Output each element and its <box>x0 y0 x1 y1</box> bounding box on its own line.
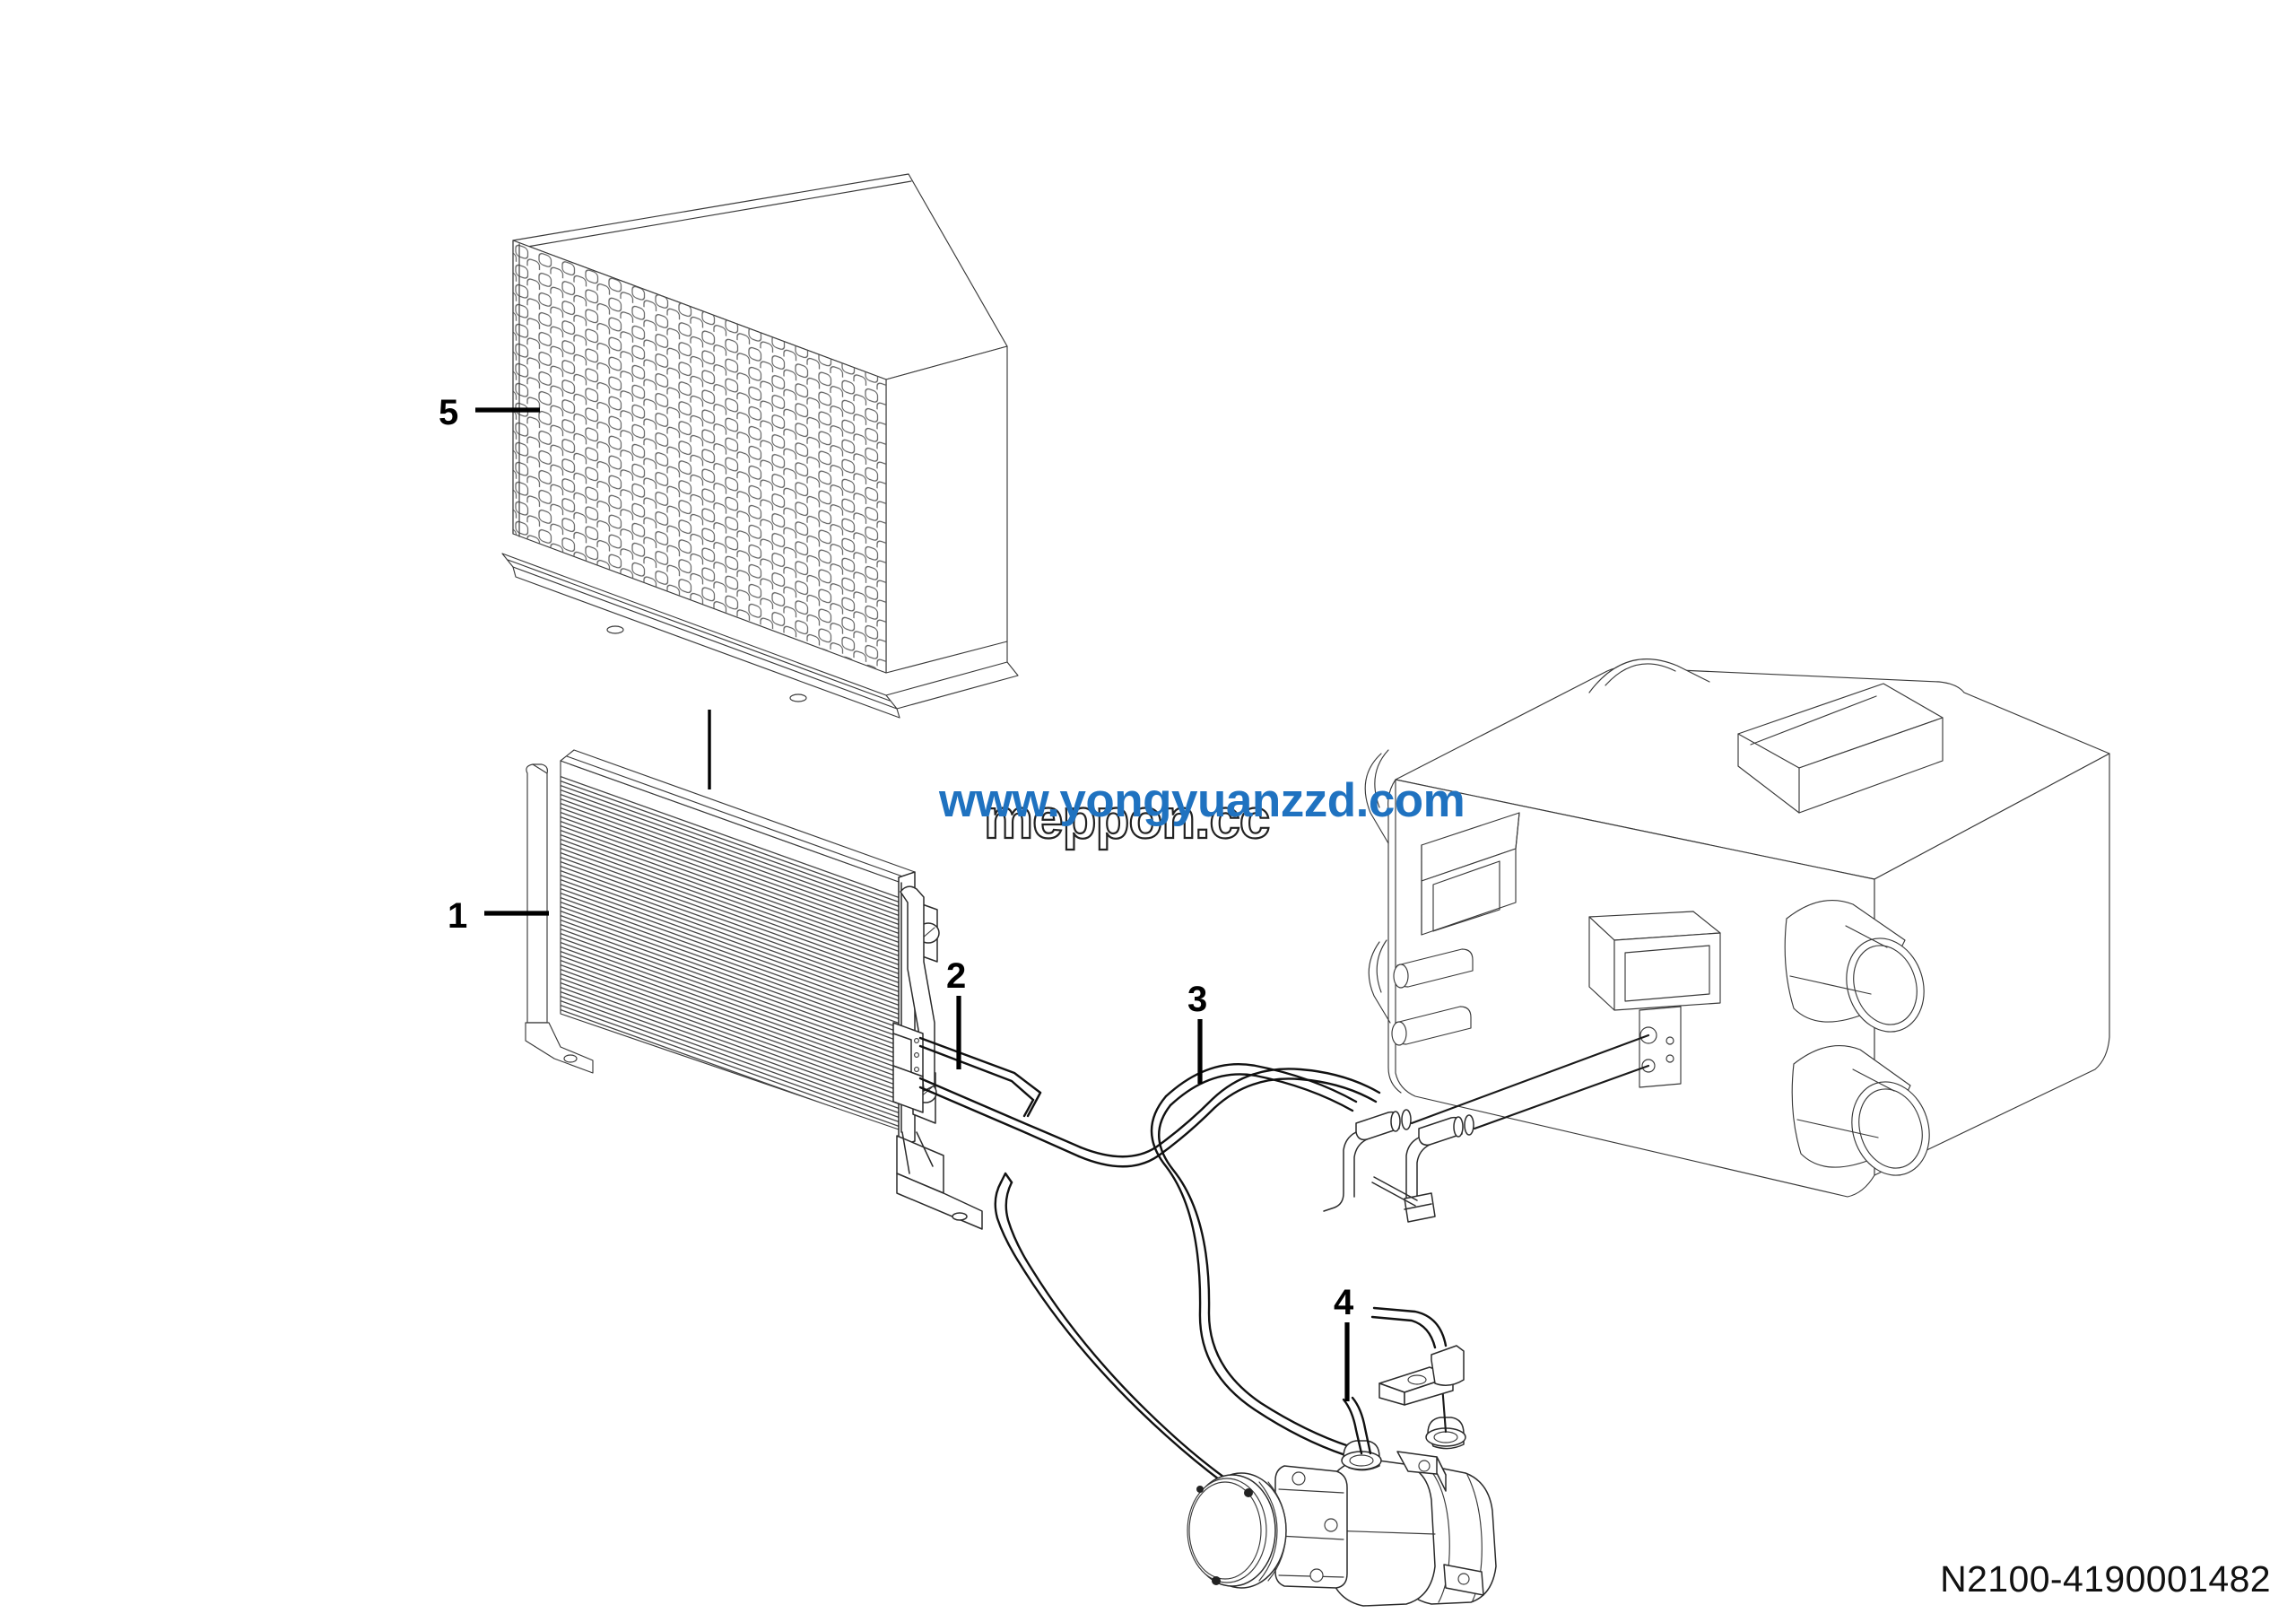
part-4-compressor-assembly <box>1187 1306 1497 1607</box>
condenser-right-foot <box>896 1131 983 1230</box>
callout-number-1: 1 <box>448 896 468 936</box>
hvac-top-duct <box>1737 683 1944 814</box>
part-2-refrigerant-line-upper <box>918 1036 1381 1168</box>
hvac-left-stub-ports <box>1391 948 1474 1046</box>
callout-number-4: 4 <box>1334 1283 1354 1322</box>
hvac-left-upper-duct <box>1421 812 1520 936</box>
condenser-right-header <box>892 871 940 1147</box>
compressor-clutch-pulley <box>1187 1472 1287 1589</box>
part-5-condenser-screen-panel <box>501 173 1019 719</box>
compressor-port-fittings <box>1341 1306 1466 1471</box>
evaporator-hvac-unit <box>1323 658 2110 1223</box>
callout-number-2: 2 <box>946 956 967 996</box>
part-1-condenser-assembly <box>525 749 983 1230</box>
callout-leaders <box>475 407 1350 1401</box>
hvac-pipe-connectors <box>1323 1109 1474 1223</box>
callout-number-5: 5 <box>439 393 459 432</box>
diagram-part-number: N2100-4190001482 <box>1940 1558 2271 1600</box>
hvac-round-outlet-upper <box>1784 899 1925 1033</box>
callout-number-3: 3 <box>1187 980 1208 1019</box>
hvac-round-outlet-lower <box>1791 1044 1930 1176</box>
